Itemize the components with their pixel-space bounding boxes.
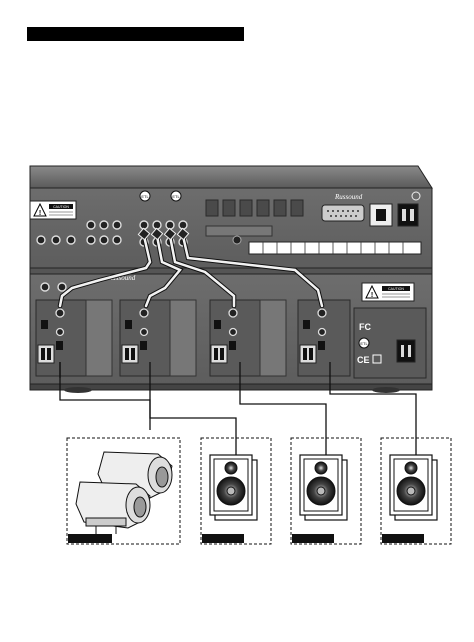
preamp-unit: ! CAUTION ETL ETL [29,165,433,269]
amplifier-brand-logo: Russound [107,274,136,282]
caution-label-preamp: ! CAUTION [29,200,77,220]
amp-module-plates [85,299,287,377]
zone-2-label-bar [202,534,244,543]
power-inlet-preamp [369,203,419,227]
rca-patch-cables [57,227,325,309]
etl-mark-preamp: ETL ETL [139,190,182,202]
in-wall-speaker-icon [209,454,258,521]
in-wall-speaker-icon [299,454,348,521]
serial-connector [321,204,365,222]
outdoor-speaker-icon [75,451,173,534]
speaker-zone-2 [200,437,272,545]
svg-text:!: ! [371,292,373,299]
amp-input-jacks [40,282,67,292]
ir-jack [232,235,242,245]
terminal-strip [248,241,422,255]
in-wall-speaker-icon [389,454,438,521]
amplifier-unit: Russound [29,267,433,393]
svg-text:CAUTION: CAUTION [388,287,404,291]
svg-text:ETL: ETL [172,194,180,199]
speaker-zone-3 [290,437,362,545]
fcc-mark: FC [359,322,371,332]
zone-4-label-bar [382,534,424,543]
ce-mark: CE [357,355,370,365]
preamp-brand-logo: Russound [334,193,363,201]
svg-text:ETL: ETL [141,194,149,199]
speaker-zone-1 [66,437,181,545]
caution-label-amp: ! CAUTION [361,282,415,302]
etl-mark-amp [358,337,370,349]
caution-text-preamp: CAUTION [53,205,69,209]
rca-input-group-left [36,220,122,245]
zone-3-label-bar [292,534,334,543]
zone-1-label-bar [68,534,112,543]
ground-screw [411,191,421,201]
speaker-wires [59,362,417,466]
cert-panel-amp: FC ETL CE [353,307,427,379]
power-inlet-amp [396,339,416,363]
svg-text:!: ! [39,210,41,217]
dip-switch-row [205,199,304,217]
control-label-plate [205,225,273,237]
amp-module-details [37,308,327,364]
page-title-bar [27,27,244,41]
svg-text:ETL: ETL [360,341,368,346]
speaker-zone-4 [380,437,452,545]
